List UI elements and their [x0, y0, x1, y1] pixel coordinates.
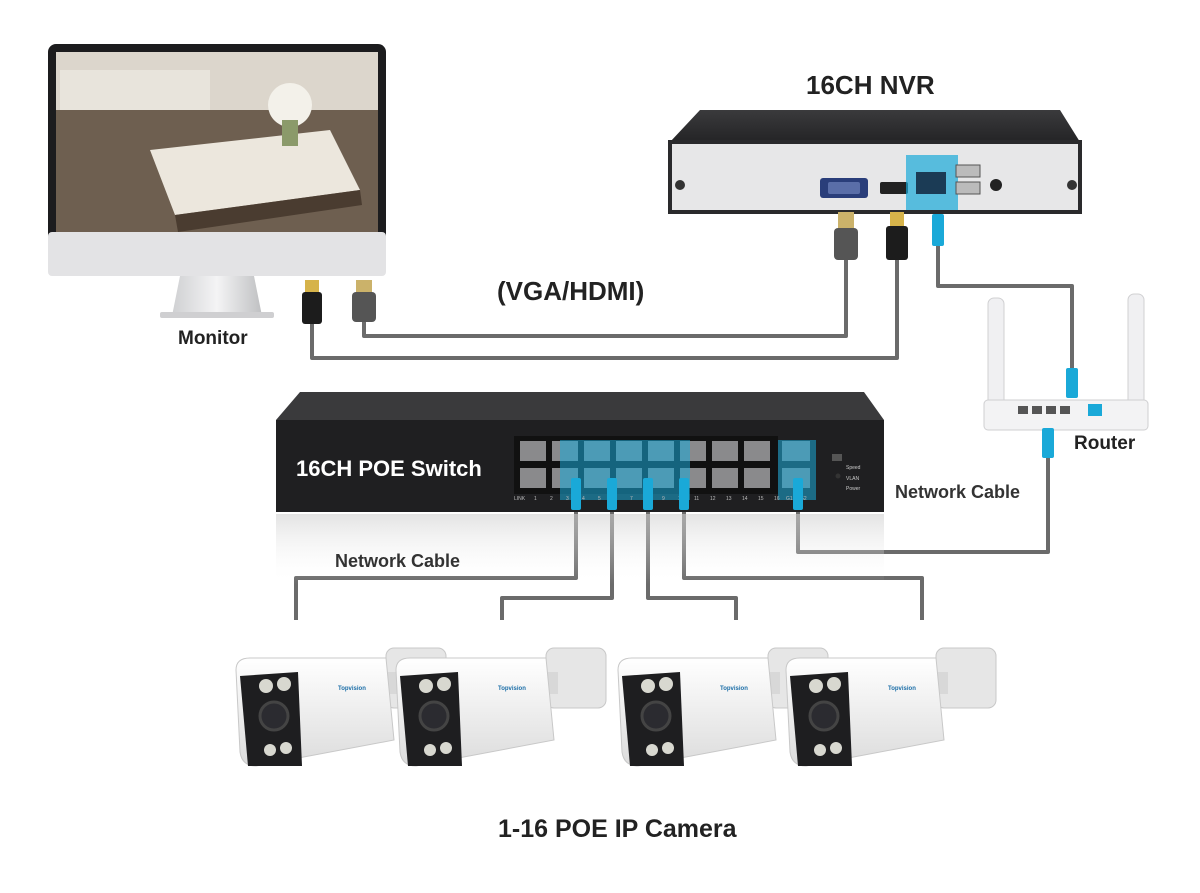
switch-port-number: 9 — [662, 496, 665, 502]
switch-port-number: 15 — [758, 496, 764, 502]
monitor — [48, 44, 386, 318]
switch-port-number: 13 — [726, 496, 732, 502]
hdmi-cable — [310, 260, 899, 360]
poe-ip-camera: Topvision — [235, 647, 447, 767]
switch-plugs — [571, 478, 803, 510]
camera-label: 1-16 POE IP Camera — [498, 815, 737, 843]
router-device — [983, 293, 1149, 458]
network-cable-label-right: Network Cable — [895, 482, 1021, 502]
poe-switch: 12345678910111213141516G1G2 LINK Speed V… — [276, 392, 884, 584]
switch-label: 16CH POE Switch — [296, 456, 482, 481]
switch-port — [712, 468, 738, 488]
switch-port — [744, 441, 770, 461]
switch-port — [712, 441, 738, 461]
poe-ip-camera: Topvision — [785, 647, 997, 767]
switch-port — [744, 468, 770, 488]
switch-port — [520, 441, 546, 461]
monitor-label: Monitor — [178, 328, 248, 349]
nvr-device — [668, 110, 1082, 214]
nvr-hdmi-plug — [886, 212, 908, 260]
cameras: Topvision Topvision Topvision Topvision — [235, 647, 997, 767]
switch-port-number: 7 — [630, 496, 633, 502]
router-label: Router — [1074, 433, 1136, 454]
switch-port-number: 4 — [582, 496, 585, 502]
camera-brand-label: Topvision — [498, 686, 526, 692]
indicator-speed: Speed — [846, 465, 861, 471]
switch-port-number: 14 — [742, 496, 748, 502]
vga-hdmi-label: (VGA/HDMI) — [497, 276, 645, 306]
switch-port-number: 16 — [774, 496, 780, 502]
nvr-lan-plug — [932, 214, 944, 246]
switch-port — [520, 468, 546, 488]
camera-brand-label: Topvision — [338, 686, 366, 692]
switch-port-number: 12 — [710, 496, 716, 502]
switch-port-number: 3 — [566, 496, 569, 502]
nvr-router-cable — [936, 246, 1074, 368]
nvr-vga-plug — [834, 212, 858, 260]
monitor-vga-plug — [352, 280, 376, 322]
indicator-power: Power — [846, 486, 861, 492]
switch-port-number: 5 — [598, 496, 601, 502]
camera-brand-label: Topvision — [888, 686, 916, 692]
uplink-port-number: G1 — [786, 496, 793, 502]
vga-cable — [362, 260, 848, 338]
network-cable-label-left: Network Cable — [335, 551, 461, 571]
switch-port-number: 1 — [534, 496, 537, 502]
indicator-vlan: VLAN — [846, 476, 859, 482]
switch-port-number: 2 — [550, 496, 553, 502]
switch-port-number: 11 — [694, 496, 699, 502]
uplink-port-number: G2 — [800, 496, 807, 502]
monitor-hdmi-plug — [302, 280, 322, 324]
nvr-label: 16CH NVR — [806, 70, 935, 100]
poe-ip-camera: Topvision — [395, 647, 607, 767]
camera-brand-label: Topvision — [720, 686, 748, 692]
switch-link-label: LINK — [514, 496, 526, 502]
